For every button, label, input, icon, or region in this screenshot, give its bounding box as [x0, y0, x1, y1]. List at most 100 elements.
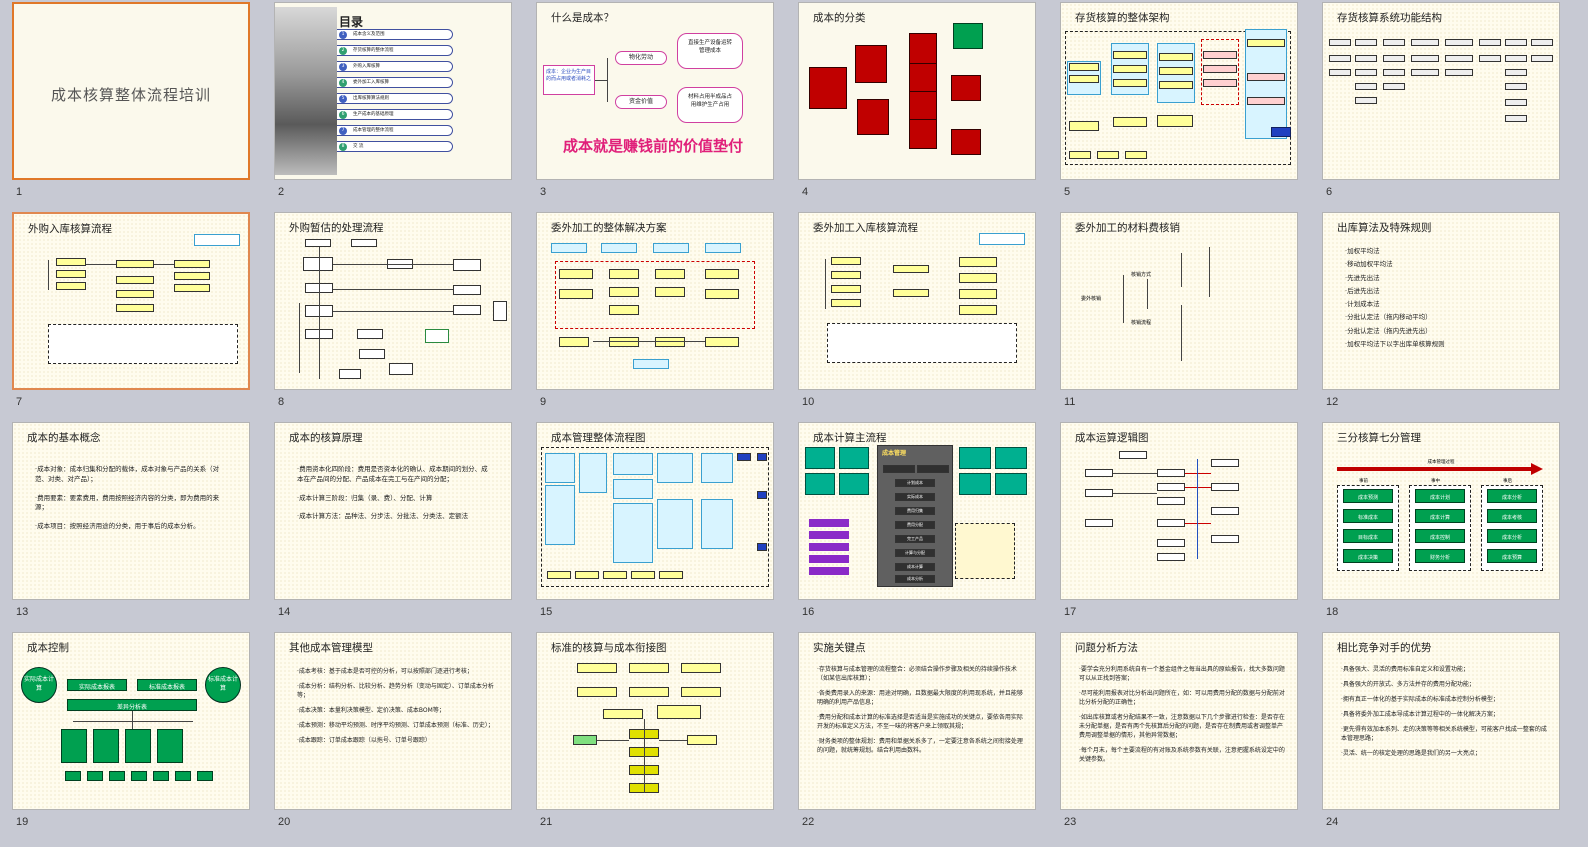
slide-number: 24 [1326, 816, 1339, 828]
slide-1-canvas[interactable]: 成本核算整体流程培训 [12, 2, 250, 180]
slide-19-canvas[interactable]: 成本控制 实际成本计算 标准成本计算 实际成本报表 标准成本报表 差异分析表 [12, 632, 250, 810]
cost-category-block [951, 129, 981, 155]
slide-4-canvas[interactable]: 成本的分类 [798, 2, 1036, 180]
slide-thumb-19[interactable]: 成本控制 实际成本计算 标准成本计算 实际成本报表 标准成本报表 差异分析表 1… [12, 632, 250, 842]
slide-22-title: 实施关键点 [813, 642, 866, 654]
slide-thumb-9[interactable]: 委外加工的整体解决方案 9 [536, 212, 774, 422]
slide-14-title: 成本的核算原理 [289, 432, 363, 444]
people-photo [275, 7, 337, 175]
slide-23-canvas[interactable]: 问题分析方法 ·要学会充分利用系统自有一个基金组件之每当出具的原始报告，找大多数… [1060, 632, 1298, 810]
box-standard-report: 标准成本报表 [137, 679, 197, 691]
slide-thumb-12[interactable]: 出库算法及特殊规则 ·加权平均法 ·移动加权平均法 ·先进先出法 ·后进先出法 … [1322, 212, 1560, 422]
cost-category-block [909, 91, 937, 121]
slide-thumb-13[interactable]: 成本的基本概念 ·成本对象：成本归集和分配的载体，成本对象与产品的关系（对范、对… [12, 422, 250, 632]
slide-thumb-24[interactable]: 相比竞争对手的优势 ·具备强大、灵活的费用标准自定义和设置功能； ·具备强大的开… [1322, 632, 1560, 842]
slide-thumb-1[interactable]: 成本核算整体流程培训 1 [12, 2, 250, 212]
slide-13-title: 成本的基本概念 [27, 432, 101, 444]
slide-11-title: 委外加工的材料费核销 [1075, 222, 1180, 234]
slide-thumb-20[interactable]: 其他成本管理模型 ·成本考核：基于成本是否可控的分析，可以按照部门逐进行考核； … [274, 632, 512, 842]
slide-17-canvas[interactable]: 成本运算逻辑图 [1060, 422, 1298, 600]
slide-thumb-11[interactable]: 委外加工的材料费核销 委外核销 核销方式 核销流程 11 [1060, 212, 1298, 422]
slide-thumb-5[interactable]: 存货核算的整体架构 [1060, 2, 1298, 212]
slide-5-canvas[interactable]: 存货核算的整体架构 [1060, 2, 1298, 180]
slide-thumb-21[interactable]: 标准的核算与成本衔接图 21 [536, 632, 774, 842]
cost-category-block [909, 119, 937, 149]
cost-category-block [857, 99, 889, 135]
slide-13-bullets: ·成本对象：成本归集和分配的载体，成本对象与产品的关系（对范、对类、对产品）； … [35, 465, 220, 530]
label-outsourced-writeoff: 委外核销 [1081, 296, 1102, 302]
slide-7-canvas[interactable]: 外购入库核算流程 [12, 212, 250, 390]
slide-number: 23 [1064, 816, 1077, 828]
slide-number: 5 [1064, 186, 1071, 198]
slide-15-canvas[interactable]: 成本管理整体流程图 [536, 422, 774, 600]
label-writeoff-method: 核销方式 [1131, 272, 1152, 278]
slide-9-canvas[interactable]: 委外加工的整体解决方案 [536, 212, 774, 390]
slide-number: 1 [16, 186, 23, 198]
slide-thumb-4[interactable]: 成本的分类 4 [798, 2, 1036, 212]
slide-12-title: 出库算法及特殊规则 [1337, 222, 1432, 234]
slide-thumb-8[interactable]: 外购暂估的处理流程 8 [274, 212, 512, 422]
slide-24-canvas[interactable]: 相比竞争对手的优势 ·具备强大、灵活的费用标准自定义和设置功能； ·具备强大的开… [1322, 632, 1560, 810]
slide-number: 17 [1064, 606, 1077, 618]
slide-number: 2 [278, 186, 285, 198]
slide-thumb-17[interactable]: 成本运算逻辑图 17 [1060, 422, 1298, 632]
slide-thumb-22[interactable]: 实施关键点 ·存货核算与成本管理的流程整合：必须结合操作步骤及相关的持续操作技术… [798, 632, 1036, 842]
slide-number: 18 [1326, 606, 1339, 618]
slide-6-canvas[interactable]: 存货核算系统功能结构 [1322, 2, 1560, 180]
slide-thumb-3[interactable]: 什么是成本？ 成本：企业为生产目的而占用或者消耗之 物化劳动 资金价值 直接生产… [536, 2, 774, 212]
slide-thumb-6[interactable]: 存货核算系统功能结构 [1322, 2, 1560, 212]
slide-3-canvas[interactable]: 什么是成本？ 成本：企业为生产目的而占用或者消耗之 物化劳动 资金价值 直接生产… [536, 2, 774, 180]
slide-11-canvas[interactable]: 委外加工的材料费核销 委外核销 核销方式 核销流程 [1060, 212, 1298, 390]
slide-number: 10 [802, 396, 815, 408]
slide-20-bullets: ·成本考核：基于成本是否可控的分析，可以按照部门逐进行考核； ·成本分析：结构分… [297, 668, 494, 744]
slide-thumb-15[interactable]: 成本管理整体流程图 15 [536, 422, 774, 632]
slide-8-canvas[interactable]: 外购暂估的处理流程 [274, 212, 512, 390]
slide-thumb-10[interactable]: 委外加工入库核算流程 10 [798, 212, 1036, 422]
cost-category-block [855, 45, 887, 83]
cost-category-block [951, 75, 981, 101]
circle-standard-cost: 标准成本计算 [205, 667, 241, 703]
slide-18-title: 三分核算七分管理 [1337, 432, 1421, 444]
slide-18-canvas[interactable]: 三分核算七分管理 成本管理过程 事前 事中 事后 成本预测 标准成本 目标成本 … [1322, 422, 1560, 600]
slide-thumb-18[interactable]: 三分核算七分管理 成本管理过程 事前 事中 事后 成本预测 标准成本 目标成本 … [1322, 422, 1560, 632]
slide-6-title: 存货核算系统功能结构 [1337, 12, 1442, 24]
slide-number: 9 [540, 396, 547, 408]
slide-thumb-23[interactable]: 问题分析方法 ·要学会充分利用系统自有一个基金组件之每当出具的原始报告，找大多数… [1060, 632, 1298, 842]
slide-number: 20 [278, 816, 291, 828]
slide-20-canvas[interactable]: 其他成本管理模型 ·成本考核：基于成本是否可控的分析，可以按照部门逐进行考核； … [274, 632, 512, 810]
slide-23-bullets: ·要学会充分利用系统自有一个基金组件之每当出具的原始报告，找大多数问题可以从正找… [1079, 666, 1285, 763]
slide-14-canvas[interactable]: 成本的核算原理 ·费用资本化四阶段：费用是否资本化的确认、成本期间的划分、成本在… [274, 422, 512, 600]
slide-21-canvas[interactable]: 标准的核算与成本衔接图 [536, 632, 774, 810]
slide-19-title: 成本控制 [27, 642, 69, 654]
slide-number: 8 [278, 396, 285, 408]
slide-number: 21 [540, 816, 553, 828]
slide-16-canvas[interactable]: 成本计算主流程 成本管理 计划成本 实际成本 费用归集 费用分配 完工产品 计算… [798, 422, 1036, 600]
arrow-head-icon [1531, 463, 1543, 475]
slide-12-canvas[interactable]: 出库算法及特殊规则 ·加权平均法 ·移动加权平均法 ·先进先出法 ·后进先出法 … [1322, 212, 1560, 390]
slide-thumb-7[interactable]: 外购入库核算流程 7 [12, 212, 250, 422]
slide-10-canvas[interactable]: 委外加工入库核算流程 [798, 212, 1036, 390]
node-materialized-labor: 物化劳动 [615, 51, 667, 65]
slide-14-bullets: ·费用资本化四阶段：费用是否资本化的确认、成本期间的划分、成本在产品间的分配、产… [297, 465, 488, 521]
slide-thumb-16[interactable]: 成本计算主流程 成本管理 计划成本 实际成本 费用归集 费用分配 完工产品 计算… [798, 422, 1036, 632]
slide-4-title: 成本的分类 [813, 12, 866, 24]
cost-category-block [953, 23, 983, 49]
slide-22-canvas[interactable]: 实施关键点 ·存货核算与成本管理的流程整合：必须结合操作步骤及相关的持续操作技术… [798, 632, 1036, 810]
slide-12-bullets: ·加权平均法 ·移动加权平均法 ·先进先出法 ·后进先出法 ·计划成本法 ·分批… [1345, 247, 1445, 348]
slide-13-canvas[interactable]: 成本的基本概念 ·成本对象：成本归集和分配的载体，成本对象与产品的关系（对范、对… [12, 422, 250, 600]
slide-5-title: 存货核算的整体架构 [1075, 12, 1170, 24]
cost-category-block [909, 63, 937, 93]
slide-9-title: 委外加工的整体解决方案 [551, 222, 667, 234]
box-actual-report: 实际成本报表 [67, 679, 127, 691]
slide-thumb-14[interactable]: 成本的核算原理 ·费用资本化四阶段：费用是否资本化的确认、成本期间的划分、成本在… [274, 422, 512, 632]
slide-number: 14 [278, 606, 291, 618]
slide-number: 7 [16, 396, 23, 408]
slide-number: 12 [1326, 396, 1339, 408]
